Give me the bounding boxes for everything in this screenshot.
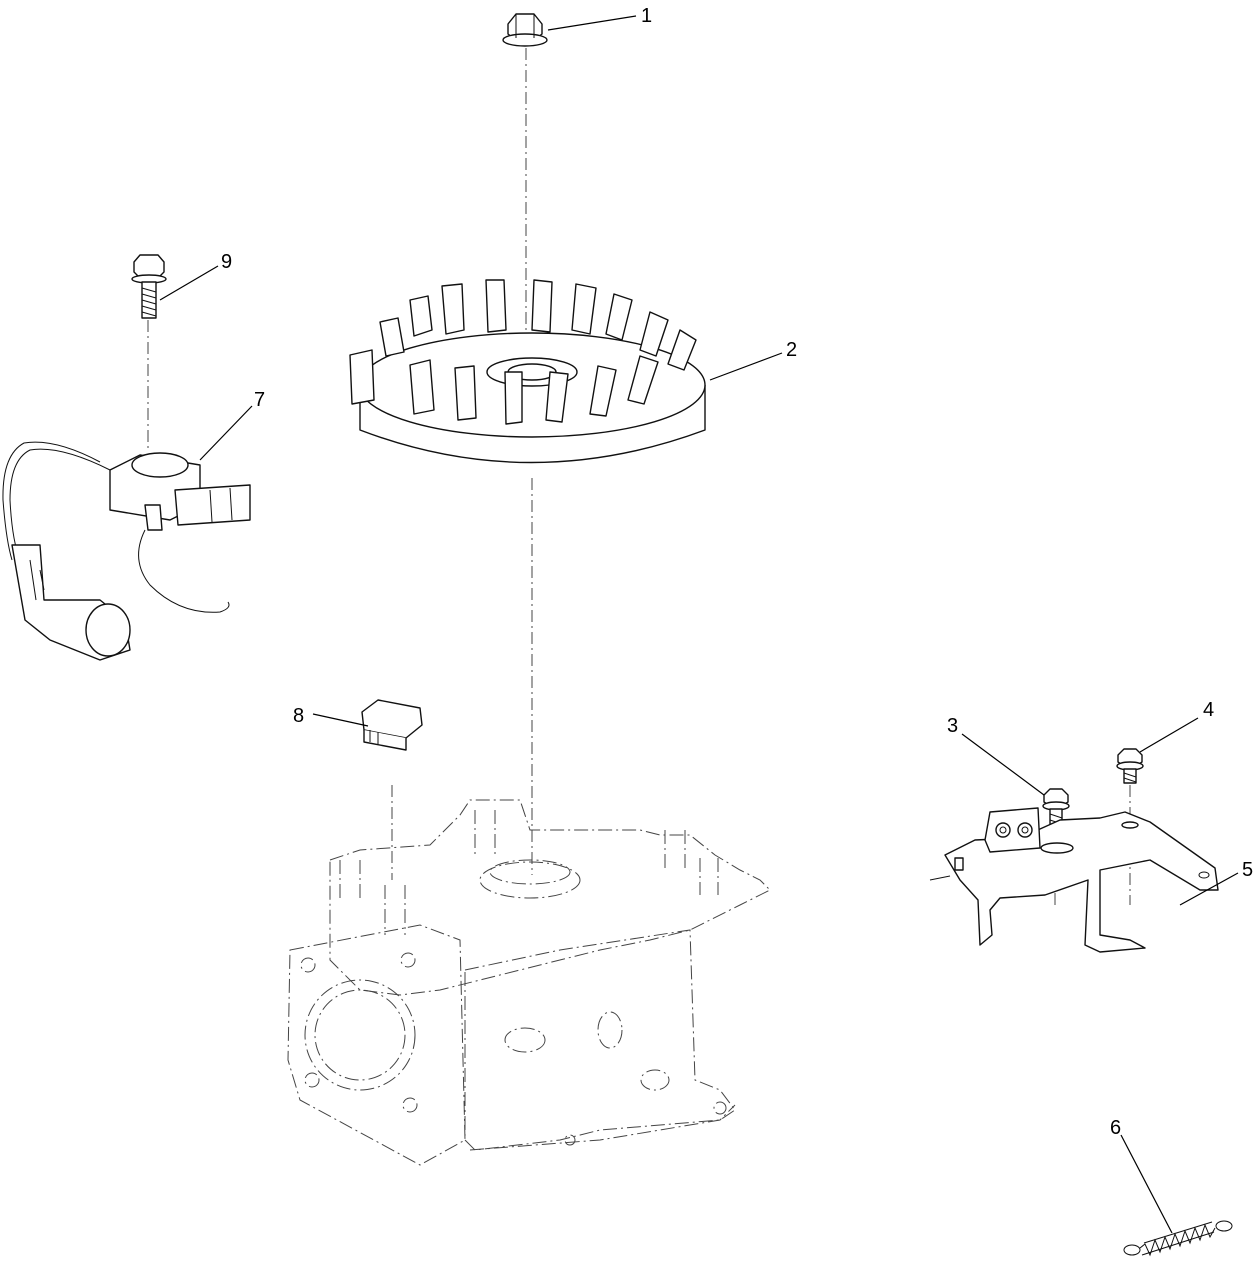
leader-4: [1139, 717, 1199, 753]
leader-9: [159, 265, 219, 301]
governor-spring: [1123, 1220, 1233, 1257]
leader-3: [961, 733, 1045, 796]
bracket-screw-3: [1042, 788, 1070, 832]
callout-3: 3: [947, 715, 958, 737]
governor-bracket: [929, 807, 1219, 953]
leader-5: [1179, 872, 1239, 906]
callout-8: 8: [293, 705, 304, 727]
callout-labels: 1 2 3 4 5 6 7 8 9: [221, 5, 1253, 1139]
leader-7: [199, 405, 253, 461]
bracket-screw-4: [1116, 748, 1144, 784]
assembly-centerlines: [147, 48, 1131, 905]
callout-1: 1: [641, 5, 652, 27]
callout-5: 5: [1242, 859, 1253, 881]
leader-lines: [159, 15, 1239, 1234]
leader-2: [709, 352, 783, 381]
engine-block-phantom: [287, 799, 771, 1166]
flange-nut: [502, 13, 548, 47]
callout-2: 2: [786, 339, 797, 361]
callout-9: 9: [221, 251, 232, 273]
ignition-coil: [2, 441, 251, 661]
callout-4: 4: [1203, 699, 1214, 721]
leader-1: [547, 15, 637, 31]
leader-6: [1120, 1134, 1173, 1234]
flywheel-key: [361, 699, 423, 751]
leader-8: [312, 713, 369, 727]
callout-7: 7: [254, 389, 265, 411]
callout-6: 6: [1110, 1117, 1121, 1139]
flywheel: [349, 279, 706, 464]
coil-bolt: [131, 254, 167, 319]
